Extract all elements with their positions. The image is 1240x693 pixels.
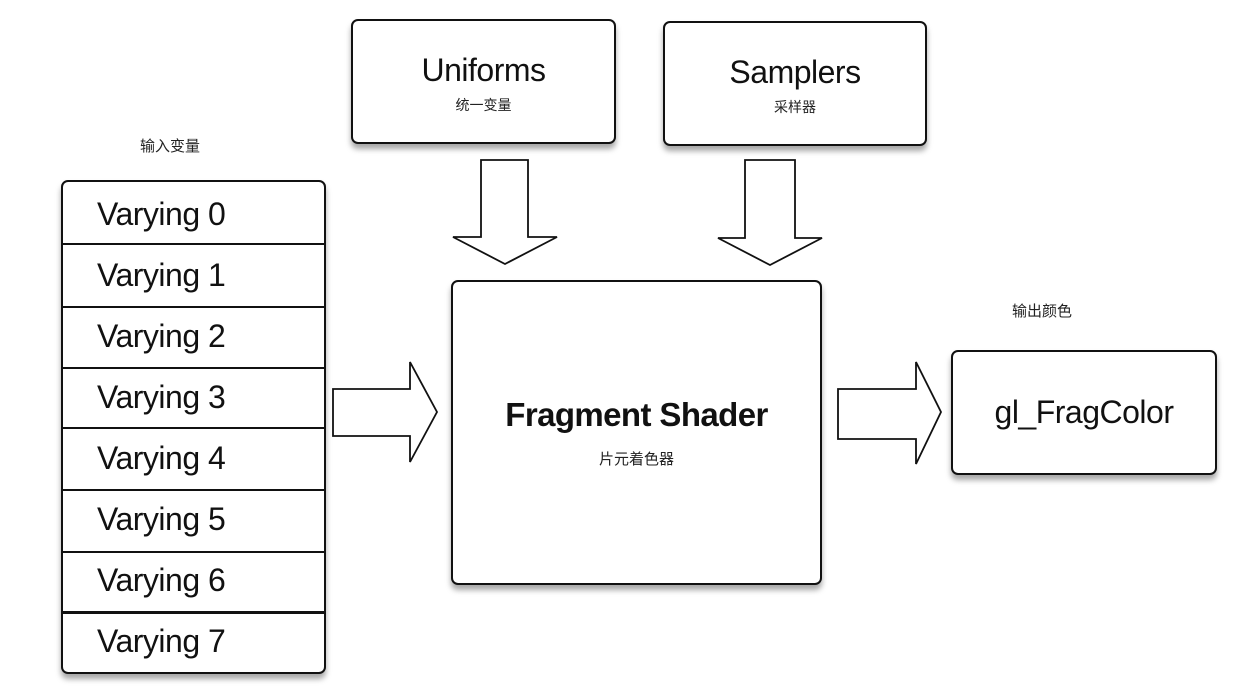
shader-title: Fragment Shader: [505, 396, 768, 433]
varying-row: Varying 6: [97, 562, 226, 598]
samplers-subtitle: 采样器: [774, 100, 816, 116]
varying-row: Varying 4: [97, 440, 226, 476]
varying-row: Varying 7: [97, 623, 226, 659]
arrow-varyings-to-shader: [332, 361, 439, 463]
row-divider: [63, 427, 324, 429]
varying-row: Varying 0: [97, 196, 226, 232]
uniforms-title: Uniforms: [421, 52, 546, 88]
samplers-title: Samplers: [729, 54, 861, 90]
row-divider: [63, 243, 324, 245]
varying-row: Varying 3: [97, 379, 226, 415]
row-divider: [63, 551, 324, 553]
arrow-shader-to-output: [837, 361, 943, 465]
samplers-box: Samplers 采样器: [663, 21, 927, 146]
fragment-shader-box: Fragment Shader 片元着色器: [451, 280, 822, 585]
varyings-list: Varying 0 Varying 1 Varying 2 Varying 3 …: [61, 180, 326, 674]
row-divider: [63, 611, 324, 614]
row-divider: [63, 306, 324, 308]
uniforms-subtitle: 统一变量: [455, 98, 512, 114]
output-title: gl_FragColor: [994, 394, 1174, 430]
varying-row: Varying 5: [97, 501, 226, 537]
row-divider: [63, 489, 324, 491]
row-divider: [63, 367, 324, 369]
varying-row: Varying 2: [97, 318, 226, 354]
output-box: gl_FragColor: [951, 350, 1217, 475]
output-caption: 输出颜色: [1012, 302, 1073, 320]
varying-row: Varying 1: [97, 257, 226, 293]
arrow-uniforms-to-shader: [452, 159, 558, 266]
arrow-samplers-to-shader: [717, 159, 823, 267]
shader-subtitle: 片元着色器: [598, 450, 674, 468]
varyings-caption: 输入变量: [140, 137, 201, 155]
uniforms-box: Uniforms 统一变量: [351, 19, 616, 144]
